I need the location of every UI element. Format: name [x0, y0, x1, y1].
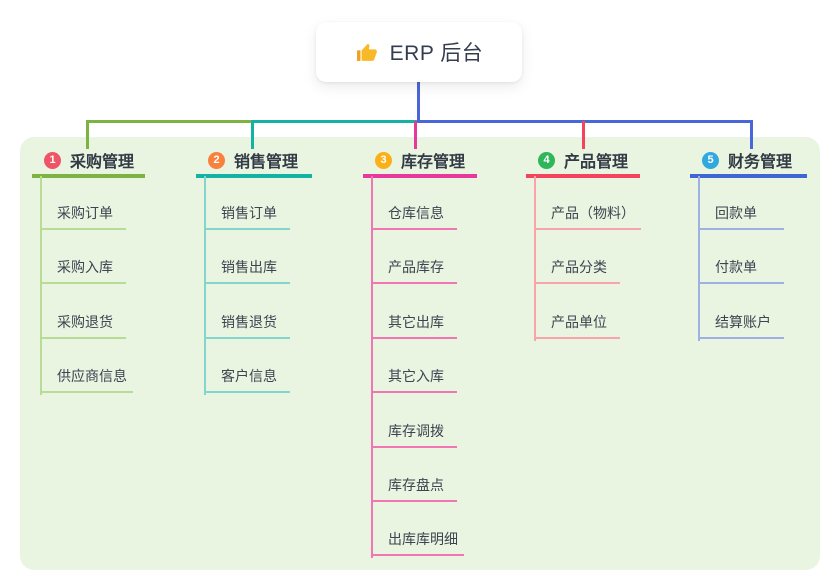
child-node[interactable]: 产品库存: [371, 230, 457, 285]
branch-trunk-line: [534, 176, 536, 341]
branch-number-badge: 1: [44, 151, 61, 169]
branch-number-badge: 3: [375, 151, 392, 169]
root-node-title: ERP 后台: [389, 42, 484, 65]
child-node[interactable]: 采购退货: [40, 284, 126, 339]
child-node[interactable]: 产品分类: [534, 230, 620, 285]
branch-trunk-line: [204, 176, 206, 395]
branch-inventory: 3 库存管理 仓库信息 产品库存 其它出库 其它入库 库存调拨 库存盘点 出库库…: [363, 140, 477, 558]
child-node[interactable]: 其它入库: [371, 339, 457, 394]
branch-label: 采购管理: [70, 154, 135, 171]
branch-trunk-line: [698, 176, 700, 341]
child-node[interactable]: 回款单: [698, 178, 784, 230]
child-node[interactable]: 其它出库: [371, 284, 457, 339]
branch-label: 库存管理: [401, 154, 466, 171]
child-node[interactable]: 出库库明细: [371, 502, 464, 557]
branch-number-badge: 2: [208, 151, 225, 169]
branch-label: 产品管理: [564, 154, 629, 171]
branch-number-badge: 4: [538, 151, 555, 169]
child-node[interactable]: 结算账户: [698, 284, 784, 339]
branch-children: 采购订单 采购入库 采购退货 供应商信息: [32, 178, 145, 394]
branch-label: 销售管理: [234, 154, 299, 171]
content-panel: [20, 137, 820, 570]
child-node[interactable]: 供应商信息: [40, 339, 133, 394]
child-node[interactable]: 客户信息: [204, 339, 290, 394]
thumbs-up-icon: [355, 40, 380, 65]
branch-trunk-line: [40, 176, 42, 395]
branch-header-purchase[interactable]: 1 采购管理: [32, 140, 145, 178]
child-node[interactable]: 仓库信息: [371, 178, 457, 230]
child-node[interactable]: 付款单: [698, 230, 784, 285]
branch-sales: 2 销售管理 销售订单 销售出库 销售退货 客户信息: [196, 140, 312, 395]
branch-trunk-line: [371, 176, 373, 558]
root-node-erp[interactable]: ERP 后台: [316, 22, 522, 82]
branch-label: 财务管理: [728, 154, 793, 171]
branch-header-finance[interactable]: 5 财务管理: [690, 140, 807, 178]
child-node[interactable]: 库存盘点: [371, 448, 457, 502]
branch-children: 回款单 付款单 结算账户: [690, 178, 807, 339]
branch-product: 4 产品管理 产品（物料） 产品分类 产品单位: [526, 140, 641, 341]
branch-header-sales[interactable]: 2 销售管理: [196, 140, 312, 178]
child-node[interactable]: 采购入库: [40, 230, 126, 285]
child-node[interactable]: 采购订单: [40, 178, 126, 230]
branch-number-badge: 5: [702, 151, 719, 169]
branch-finance: 5 财务管理 回款单 付款单 结算账户: [690, 140, 807, 341]
branch-children: 仓库信息 产品库存 其它出库 其它入库 库存调拨 库存盘点 出库库明细: [363, 178, 477, 557]
branch-header-inventory[interactable]: 3 库存管理: [363, 140, 477, 178]
branch-children: 销售订单 销售出库 销售退货 客户信息: [196, 178, 312, 394]
child-node[interactable]: 销售订单: [204, 178, 290, 230]
child-node[interactable]: 库存调拨: [371, 393, 457, 448]
child-node[interactable]: 产品单位: [534, 284, 620, 339]
branch-purchase: 1 采购管理 采购订单 采购入库 采购退货 供应商信息: [32, 140, 145, 395]
child-node[interactable]: 销售退货: [204, 284, 290, 339]
branch-header-product[interactable]: 4 产品管理: [526, 140, 640, 178]
child-node[interactable]: 销售出库: [204, 230, 290, 285]
branch-children: 产品（物料） 产品分类 产品单位: [526, 178, 641, 339]
child-node[interactable]: 产品（物料）: [534, 178, 641, 230]
